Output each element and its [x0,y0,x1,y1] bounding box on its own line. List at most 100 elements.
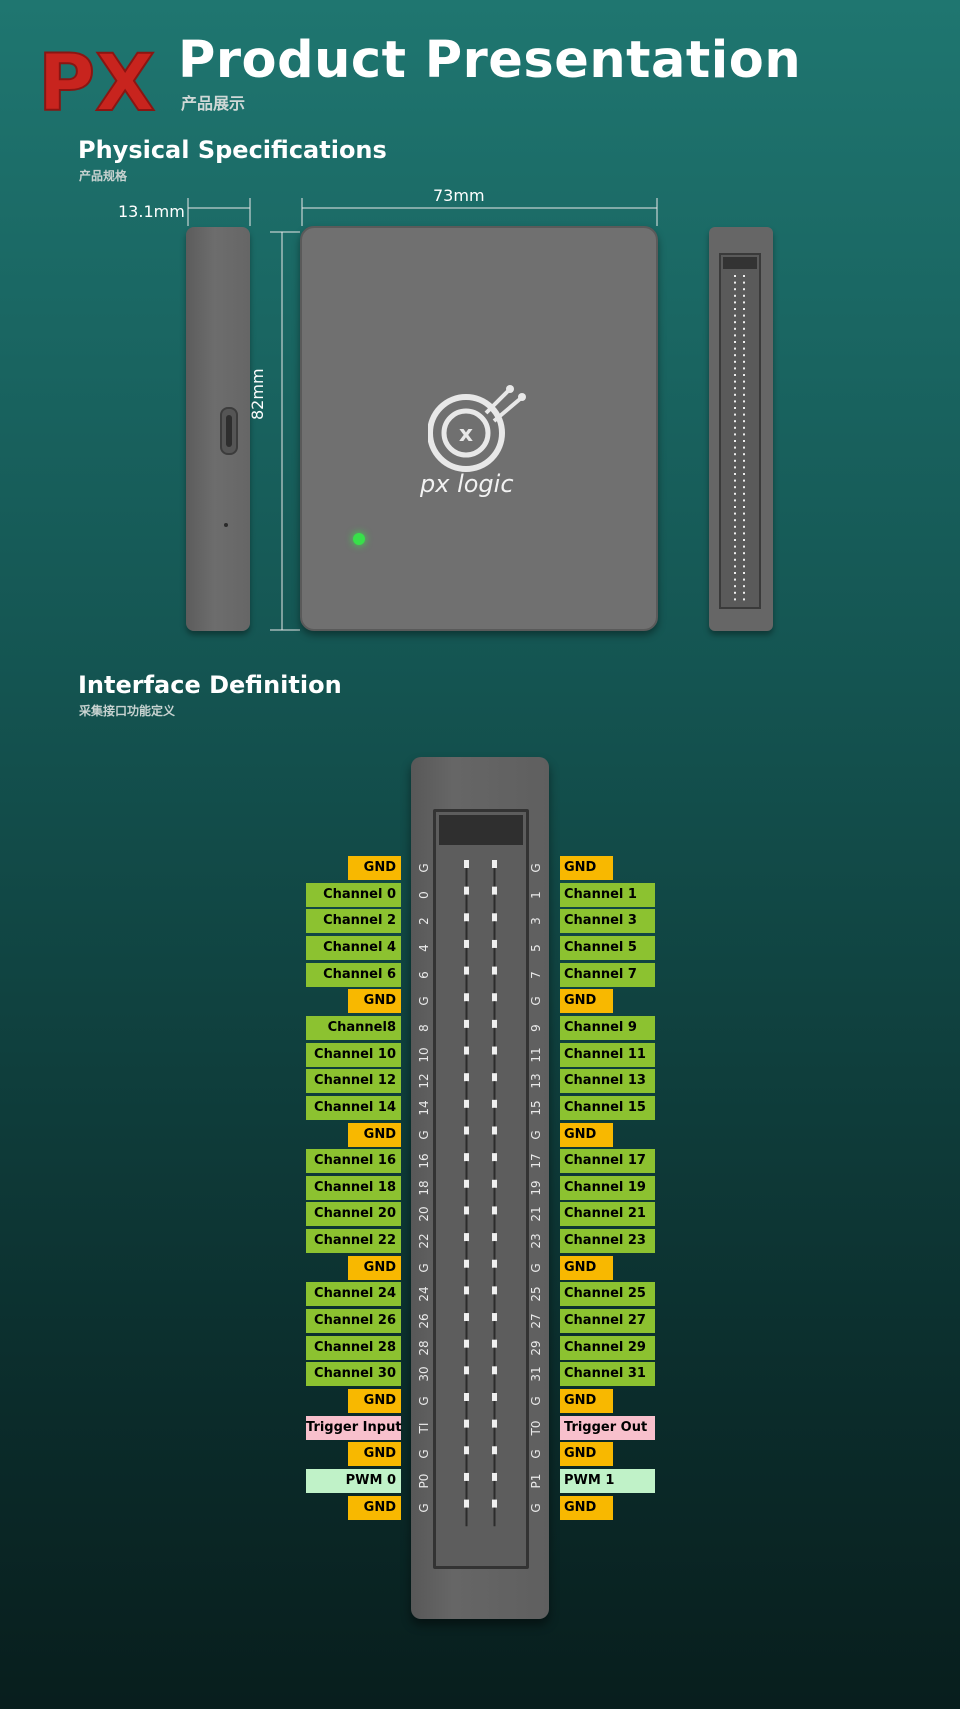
header-pin [464,1472,469,1481]
pin-number-right: 3 [529,917,543,925]
reset-hole [224,523,228,527]
small-header-pin [743,354,745,357]
small-header-pin [734,552,736,555]
header-pin [492,1046,497,1055]
small-header-pin [743,453,745,456]
small-header-pin [734,360,736,363]
header-pin [492,1099,497,1108]
pin-number-right: 11 [529,1047,543,1063]
header-pin [464,1153,469,1162]
pin-label-left: GND [348,856,401,880]
pin-label-right: Channel 21 [560,1202,655,1226]
pin-number-right: G [529,1130,543,1140]
pin-label-right: Channel 5 [560,936,655,960]
pin-label-right: Channel 19 [560,1176,655,1200]
pin-number-left: 16 [417,1153,431,1169]
small-header-pin [743,565,745,568]
small-header-pin [743,387,745,390]
small-header-pin [734,354,736,357]
pin-number-right: 19 [529,1180,543,1196]
small-header-pin [743,591,745,594]
pin-label-right: GND [560,856,613,880]
pin-label-right: Channel 7 [560,963,655,987]
pin-label-left: Channel8 [306,1016,401,1040]
small-header-pin [743,572,745,574]
small-header-pin [743,492,745,495]
small-header-pin [743,512,745,515]
small-pin-header [734,275,745,601]
pin-number-right: G [529,1263,543,1273]
pin-number-left: G [417,996,431,1006]
pin-number-left: 24 [417,1286,431,1302]
usb-c-port-icon [220,407,238,455]
small-header-pin [734,499,736,502]
pin-number-right: 5 [529,944,543,952]
header-pin [464,1099,469,1108]
small-header-pin [743,314,745,317]
small-header-pin [734,453,736,456]
small-header-pin [734,374,736,376]
small-header-pin [734,466,736,469]
small-header-pin [743,288,745,291]
header-pin [492,1419,497,1428]
pin-label-left: Channel 2 [306,909,401,933]
pin-header [464,860,497,1527]
pin-label-left: Channel 16 [306,1149,401,1173]
device-side-view [186,227,250,631]
small-header-pin [734,426,736,429]
header-pin [464,1259,469,1268]
small-header-pin [743,545,745,548]
device-connector-view [709,227,773,631]
small-header-pin [734,459,736,462]
pin-number-right: G [529,1503,543,1513]
small-header-pin [743,301,745,304]
pin-label-right: Channel 9 [560,1016,655,1040]
header-pin [492,1179,497,1188]
pin-label-left: Channel 14 [306,1096,401,1120]
px-logic-emblem-icon: x [428,385,526,472]
pin-number-left: G [417,1130,431,1140]
small-header-pin [734,407,736,409]
header-pin [492,1126,497,1135]
pin-label-left: GND [348,1256,401,1280]
small-header-pin [734,308,736,310]
pin-label-left: GND [348,989,401,1013]
header-pin [492,1153,497,1162]
small-header-pin [734,512,736,515]
specs-section-title: Physical Specifications [78,136,387,164]
small-header-pin [734,294,736,297]
small-header-pin [734,387,736,390]
header-pin [492,1393,497,1401]
pin-label-left: GND [348,1389,401,1413]
small-header-pin [734,591,736,594]
pin-number-left: 2 [417,917,431,925]
pin-number-right: G [529,996,543,1006]
small-header-pin [743,281,745,284]
pin-number-right: G [529,1396,543,1406]
small-header-pin [734,446,736,449]
header-pin [464,1206,469,1215]
specs-section-subtitle: 产品规格 [79,169,128,183]
pin-label-right: PWM 1 [560,1469,655,1493]
pin-label-left: Channel 22 [306,1229,401,1253]
pin-number-right: 7 [529,971,543,979]
device-front-view: x [300,226,658,631]
small-header-pin [734,314,736,317]
pin-number-right: 31 [529,1366,543,1382]
header-pin [464,1366,469,1375]
pin-number-left: 4 [417,944,431,952]
pin-label-right: Channel 31 [560,1362,655,1386]
pin-number-left: G [417,1263,431,1273]
small-header-pin [743,294,745,297]
small-header-pin [743,525,745,528]
small-header-pin [734,578,736,581]
dimension-width: 73mm [433,186,485,205]
small-header-pin [743,585,745,588]
small-header-pin [743,433,745,436]
pin-label-left: PWM 0 [306,1469,401,1493]
header-pin [464,1073,469,1082]
small-header-pin [734,440,736,442]
header-pin [464,1019,469,1028]
small-header-pin [743,400,745,403]
small-header-pin [743,413,745,416]
